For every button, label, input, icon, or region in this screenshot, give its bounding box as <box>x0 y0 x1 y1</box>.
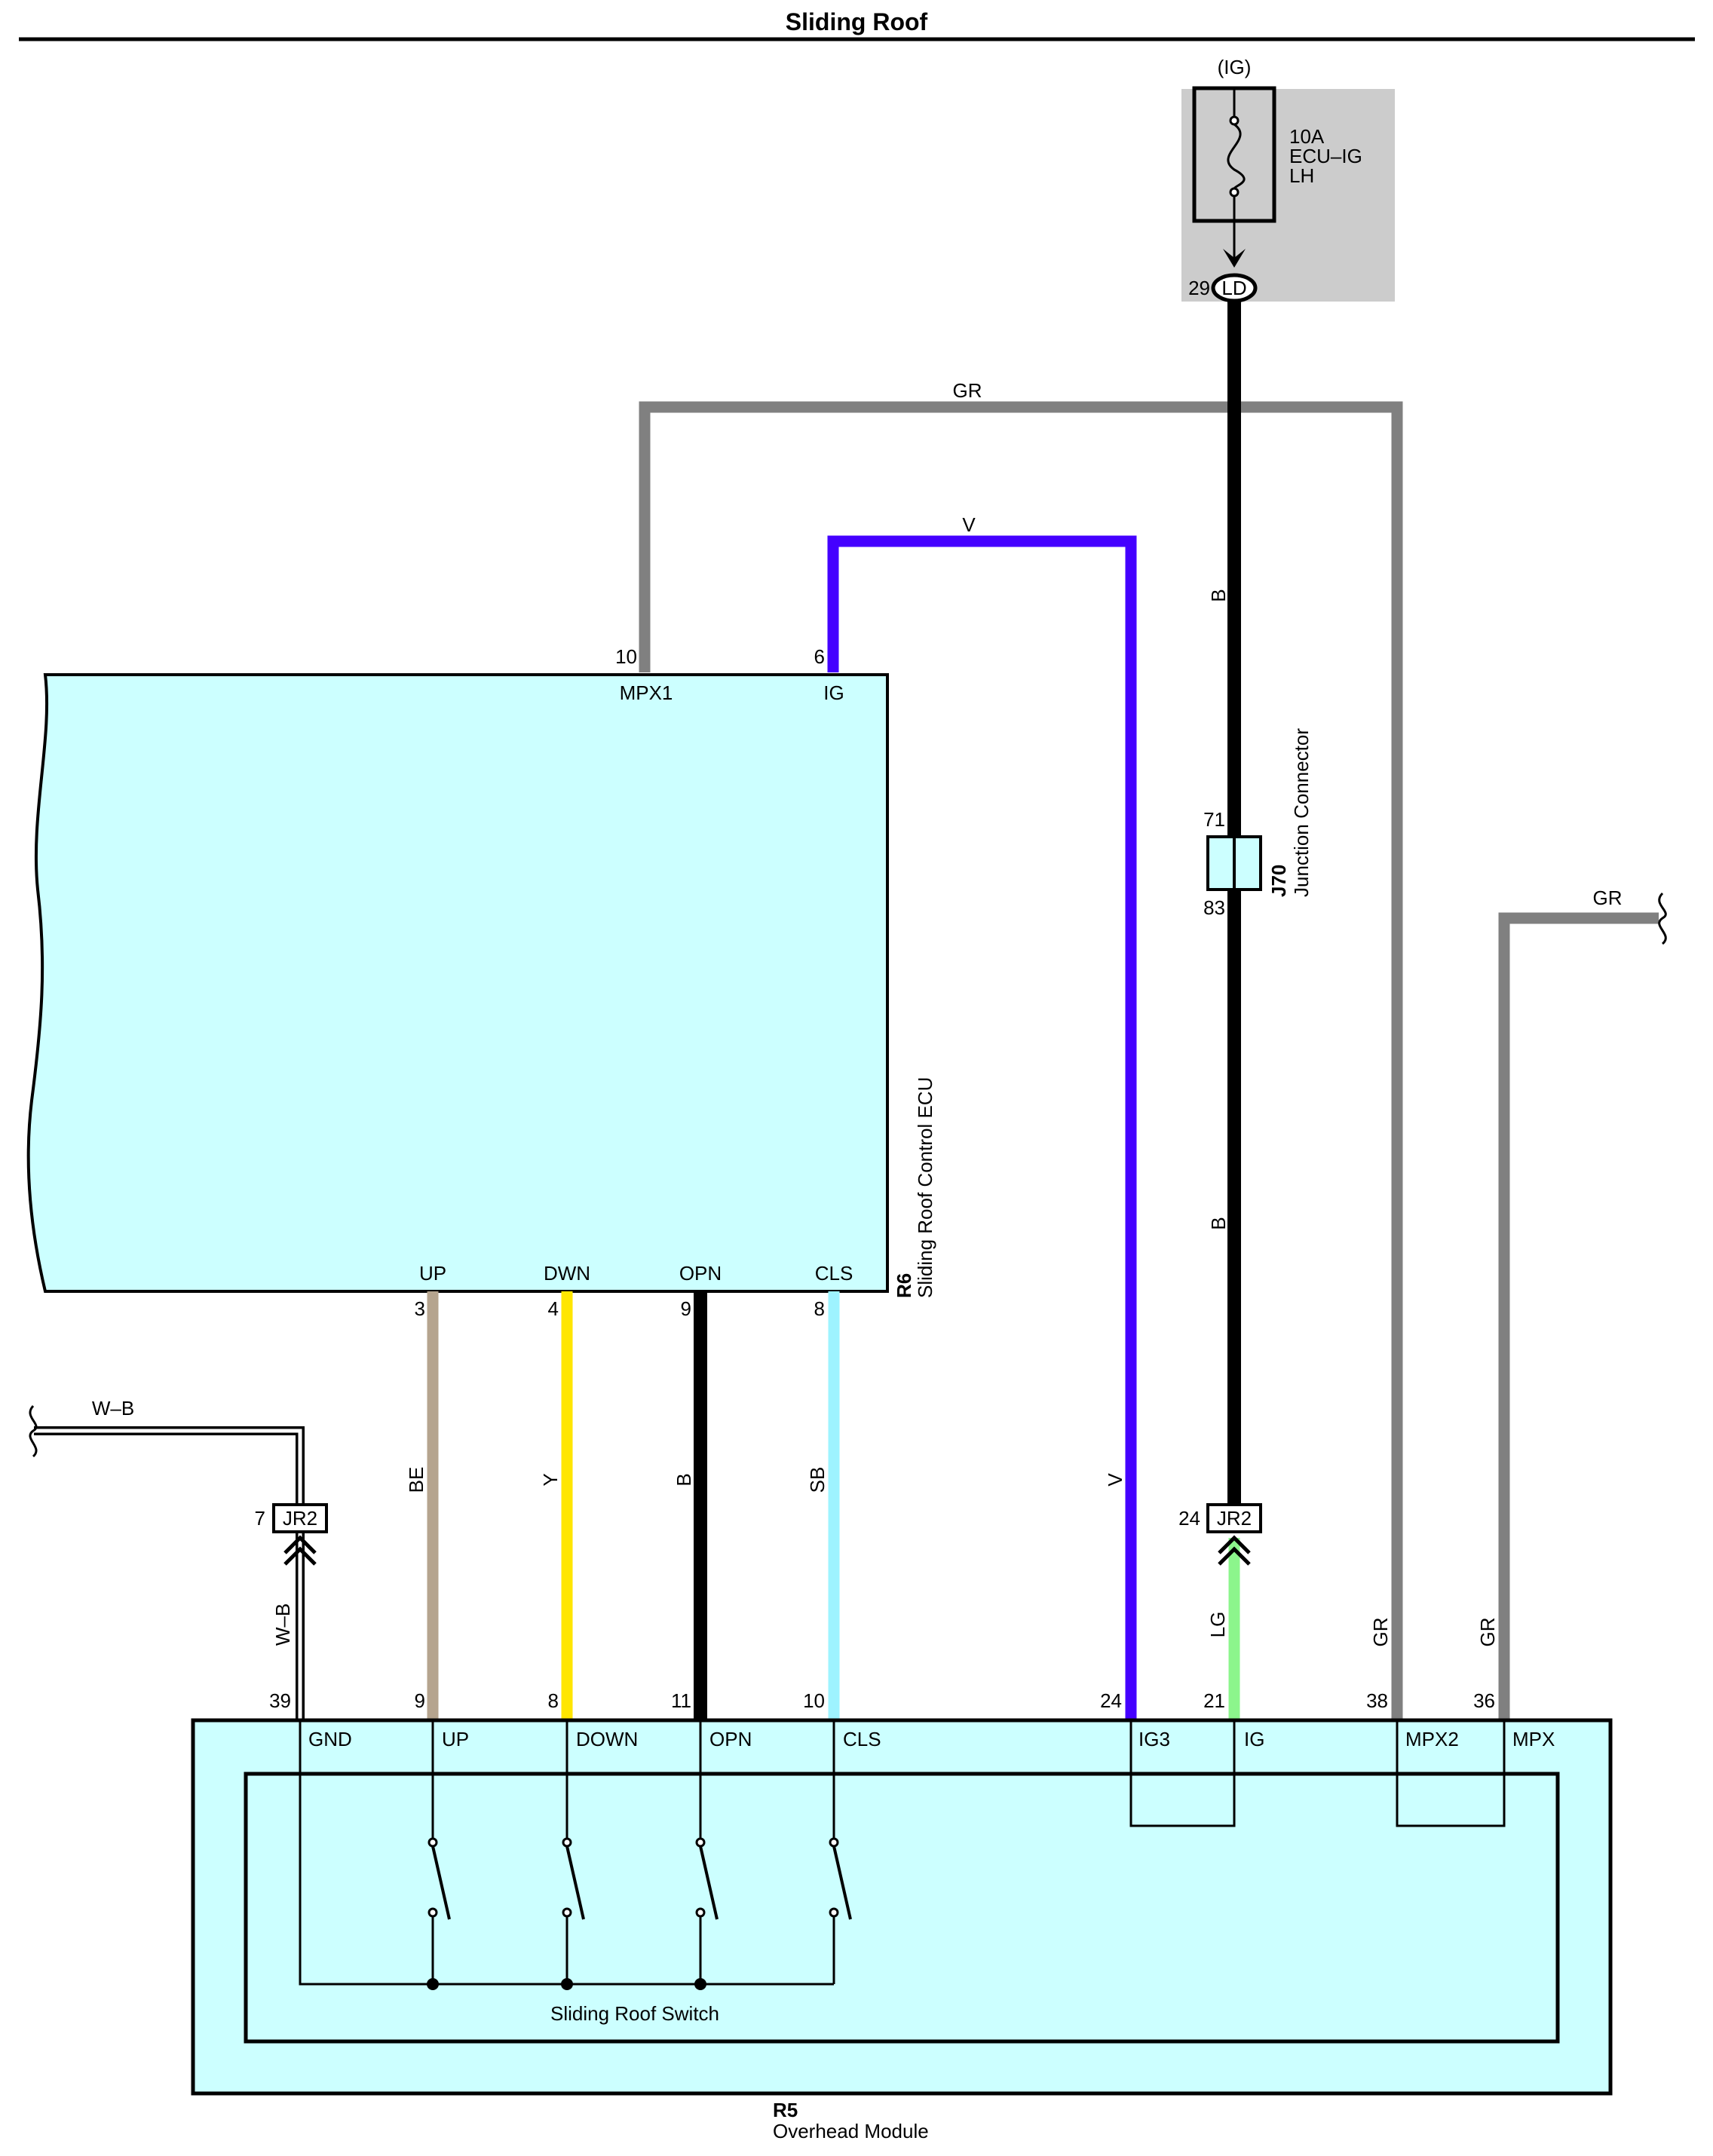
connector-arrow-icon <box>1223 249 1246 268</box>
ecu-pin-num-mpx1: 10 <box>615 645 637 668</box>
ecu-pin-label-cls: CLS <box>815 1262 853 1285</box>
wire-break-icon <box>29 1404 38 1458</box>
connector-chevron-icon <box>283 1535 317 1566</box>
ecu-pin-label-mpx1: MPX1 <box>620 681 673 704</box>
ecu-body <box>26 673 889 1293</box>
ecu-pin-label-opn: OPN <box>679 1262 722 1285</box>
overhead-module-r5: 39 9 8 11 10 24 21 38 36 GND UP DOWN OPN… <box>191 1689 1613 2096</box>
wire-label-b-upper: B <box>1207 589 1230 602</box>
module-id: R5 <box>773 2099 798 2121</box>
jr2-right-label: JR2 <box>1217 1507 1252 1530</box>
j70-pin-top: 71 <box>1203 808 1225 831</box>
switch-name: Sliding Roof Switch <box>550 2002 719 2025</box>
fuse-element-icon <box>1227 123 1246 190</box>
module-pin-num-ig: 21 <box>1203 1689 1225 1712</box>
jr2-right-pin: 24 <box>1178 1507 1200 1530</box>
ld-connector-label: LD <box>1221 277 1246 299</box>
switch-inner-box <box>244 1772 1560 2044</box>
ecu-pin-num-ig: 6 <box>814 645 825 668</box>
ecu-id: R6 <box>893 1273 915 1298</box>
close-switch <box>829 1720 852 1984</box>
ecu-pin-num-dwn: 4 <box>548 1297 559 1320</box>
module-body <box>191 1718 1613 2096</box>
module-pin-num-ig3: 24 <box>1100 1689 1122 1712</box>
module-pin-num-mpx2: 38 <box>1366 1689 1388 1712</box>
jr2-left-label: JR2 <box>283 1507 317 1530</box>
ecu-pin-label-dwn: DWN <box>544 1262 590 1285</box>
wire-v-ig <box>827 535 1137 1720</box>
ecu-pin-num-cls: 8 <box>814 1297 825 1320</box>
ecu-pin-label-ig: IG <box>823 681 844 704</box>
ecu-name: Sliding Roof Control ECU <box>914 1077 936 1298</box>
wire-label-gr-right: GR <box>1593 887 1623 909</box>
switch-contact-icon <box>565 1845 585 1920</box>
junction-connector-j70: 71 83 J70 Junction Connector <box>1203 728 1313 919</box>
wire-label-be: BE <box>405 1467 427 1493</box>
open-switch <box>694 1720 719 1990</box>
switch-ground-bus <box>299 1720 834 1986</box>
module-pin-num-mpx: 36 <box>1473 1689 1495 1712</box>
diagram-title: Sliding Roof <box>786 8 928 35</box>
j70-name: Junction Connector <box>1290 728 1313 897</box>
j70-id: J70 <box>1267 865 1290 897</box>
fuse-pin-number: 29 <box>1188 277 1210 299</box>
wire-wb-ground: W–B W–B <box>29 1397 305 1720</box>
wire-label-b-lower: B <box>1207 1217 1230 1230</box>
module-pin-num-gnd: 39 <box>269 1689 291 1712</box>
wire-gr-mpx1-mpx2 <box>639 401 1403 1720</box>
ig-internal-link <box>1129 1720 1236 1827</box>
module-pin-num-down: 8 <box>548 1689 559 1712</box>
wire-label-gr-36: GR <box>1476 1618 1499 1647</box>
ecu-r6: R6 Sliding Roof Control ECU 10 MPX1 6 IG… <box>26 645 936 1320</box>
switch-contact-icon <box>431 1845 451 1920</box>
module-pin-num-cls: 10 <box>803 1689 825 1712</box>
wire-label-lg: LG <box>1206 1612 1229 1638</box>
module-pin-label-mpx: MPX <box>1512 1728 1555 1750</box>
wire-label-v-lower: V <box>1104 1473 1126 1487</box>
wire-label-wb-top: W–B <box>92 1397 134 1419</box>
module-pin-label-cls: CLS <box>843 1728 881 1750</box>
wire-break-icon <box>1658 892 1667 945</box>
switch-contact-icon <box>832 1845 852 1920</box>
switch-contact-icon <box>699 1845 719 1920</box>
connector-chevron-icon <box>1218 1535 1251 1566</box>
wire-label-b-opn: B <box>673 1473 695 1486</box>
mpx-internal-link <box>1396 1720 1506 1827</box>
module-pin-num-opn: 11 <box>671 1689 691 1712</box>
wire-gr-mpx <box>1498 912 1659 1720</box>
up-switch <box>427 1720 451 1990</box>
down-switch <box>561 1720 585 1990</box>
fuse-box-background <box>1181 89 1395 302</box>
wire-label-sb: SB <box>806 1467 829 1493</box>
module-pin-label-ig3: IG3 <box>1138 1728 1170 1750</box>
module-pin-label-up: UP <box>442 1728 469 1750</box>
module-pin-label-opn: OPN <box>709 1728 752 1750</box>
ecu-pin-num-up: 3 <box>415 1297 425 1320</box>
module-pin-label-down: DOWN <box>576 1728 638 1750</box>
module-pin-label-mpx2: MPX2 <box>1405 1728 1459 1750</box>
fuse-rating: 10A <box>1289 125 1325 148</box>
wire-label-wb-vertical: W–B <box>271 1603 294 1646</box>
fuse-name-line1: ECU–IG <box>1289 145 1362 167</box>
ecu-pin-num-opn: 9 <box>681 1297 691 1320</box>
wire-label-y: Y <box>539 1473 562 1486</box>
j70-pin-bottom: 83 <box>1203 896 1225 919</box>
wire-label-gr-top: GR <box>953 379 982 402</box>
module-pin-num-up: 9 <box>415 1689 425 1712</box>
fuse-block: (IG) 10A ECU–IG LH 29 LD <box>1181 56 1395 303</box>
jr2-left-pin: 7 <box>255 1507 265 1530</box>
module-pin-label-ig: IG <box>1244 1728 1264 1750</box>
connector-jr2-right: JR2 24 <box>1178 1503 1262 1566</box>
connector-jr2-left: JR2 7 <box>255 1503 328 1566</box>
wire-label-v-top: V <box>962 513 976 536</box>
ecu-pin-label-up: UP <box>419 1262 446 1285</box>
wire-label-gr-38: GR <box>1369 1618 1392 1647</box>
module-name: Overhead Module <box>773 2120 929 2142</box>
fuse-supply-label: (IG) <box>1218 56 1252 78</box>
module-pin-label-gnd: GND <box>308 1728 352 1750</box>
fuse-name-line2: LH <box>1289 164 1314 187</box>
